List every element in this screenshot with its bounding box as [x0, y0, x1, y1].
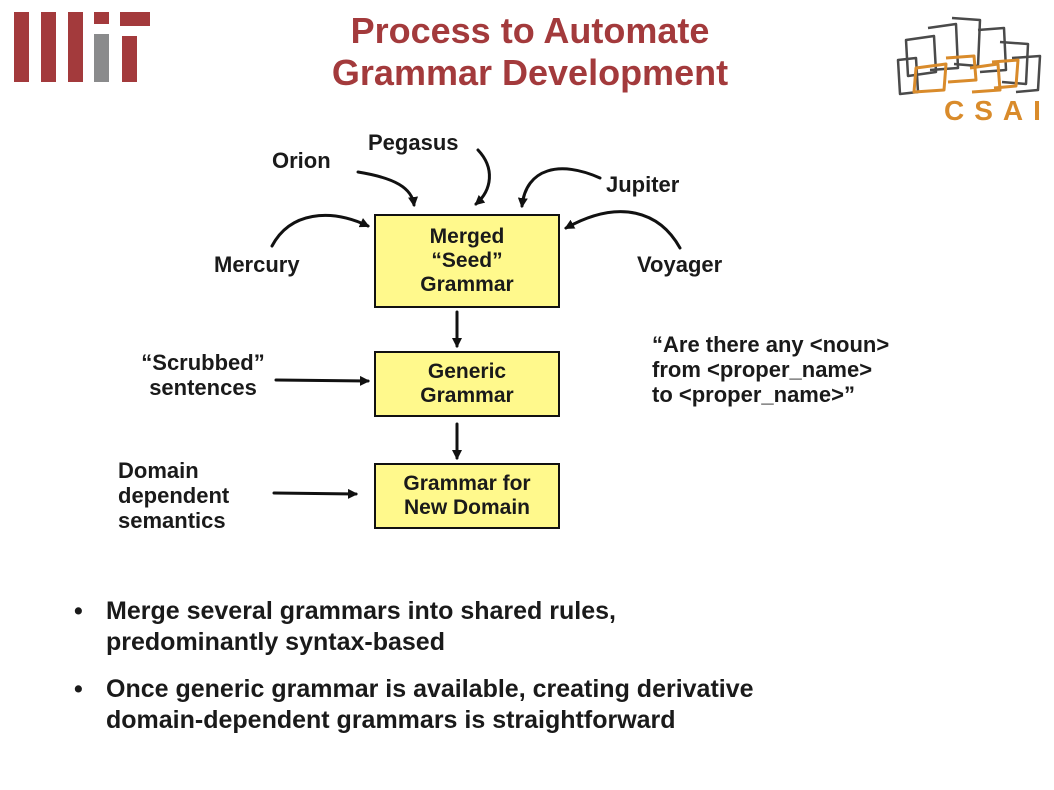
- bullet-marker: •: [74, 675, 83, 703]
- example-template-sentence: “Are there any <noun> from <proper_name>…: [652, 332, 889, 407]
- label-voyager: Voyager: [637, 252, 723, 277]
- csail-wordmark: CSAIL: [944, 95, 1048, 124]
- arrow-jupiter: [517, 167, 602, 208]
- arrow-orion: [356, 170, 419, 207]
- merged-seed-grammar-box: Merged “Seed” Grammar: [374, 214, 560, 308]
- bullet-item: • Merge several grammars into shared rul…: [70, 596, 1030, 658]
- bullet-1-line-2: predominantly syntax-based: [106, 628, 445, 656]
- title-line-2: Grammar Development: [331, 52, 729, 93]
- example-line-2: from <proper_name>: [652, 357, 873, 382]
- title-line-1: Process to Automate: [350, 10, 710, 51]
- domain-box-line-1: Grammar for: [403, 472, 531, 495]
- scrubbed-line-1: “Scrubbed”: [141, 350, 265, 375]
- arrow-semantics: [272, 488, 358, 499]
- generic-box-line-1: Generic: [427, 360, 507, 383]
- example-line-1: “Are there any <noun>: [652, 332, 890, 357]
- merged-box-line-1: Merged: [429, 225, 505, 248]
- csail-wordmark-text: CSAIL: [944, 95, 1048, 124]
- label-jupiter: Jupiter: [606, 172, 680, 197]
- bullet-2-line-2: domain-dependent grammars is straightfor…: [106, 706, 676, 734]
- label-pegasus: Pegasus: [368, 130, 459, 155]
- scrubbed-line-2: sentences: [149, 375, 257, 400]
- bullet-marker: •: [74, 597, 83, 625]
- arrow-scrubbed: [274, 375, 370, 386]
- arrow-voyager: [564, 210, 682, 250]
- label-mercury: Mercury: [214, 252, 300, 277]
- semantics-line-1: Domain: [118, 458, 199, 483]
- bullet-item: • Once generic grammar is available, cre…: [70, 674, 1030, 736]
- generic-box-line-2: Grammar: [420, 384, 514, 407]
- arrow-mercury: [270, 213, 370, 248]
- merged-box-line-2: “Seed”: [431, 249, 503, 272]
- bullet-1-line-1: Merge several grammars into shared rules…: [106, 597, 616, 625]
- merged-box-line-3: Grammar: [420, 273, 514, 296]
- label-scrubbed-sentences: “Scrubbed” sentences: [118, 350, 288, 400]
- arrow-pegasus: [474, 148, 491, 206]
- csail-logo: [896, 16, 1042, 96]
- label-domain-semantics: Domain dependent semantics: [118, 458, 229, 533]
- bullet-list: • Merge several grammars into shared rul…: [70, 596, 1030, 752]
- generic-grammar-box: Generic Grammar: [374, 351, 560, 417]
- semantics-line-2: dependent: [118, 483, 230, 508]
- bullet-2-line-1: Once generic grammar is available, creat…: [106, 675, 754, 703]
- domain-box-line-2: New Domain: [403, 496, 531, 519]
- slide-title: Process to Automate Grammar Development: [260, 10, 800, 94]
- semantics-line-3: semantics: [118, 508, 226, 533]
- example-line-3: to <proper_name>”: [652, 382, 855, 407]
- new-domain-grammar-box: Grammar for New Domain: [374, 463, 560, 529]
- mit-logo: [14, 12, 150, 82]
- label-orion: Orion: [272, 148, 331, 173]
